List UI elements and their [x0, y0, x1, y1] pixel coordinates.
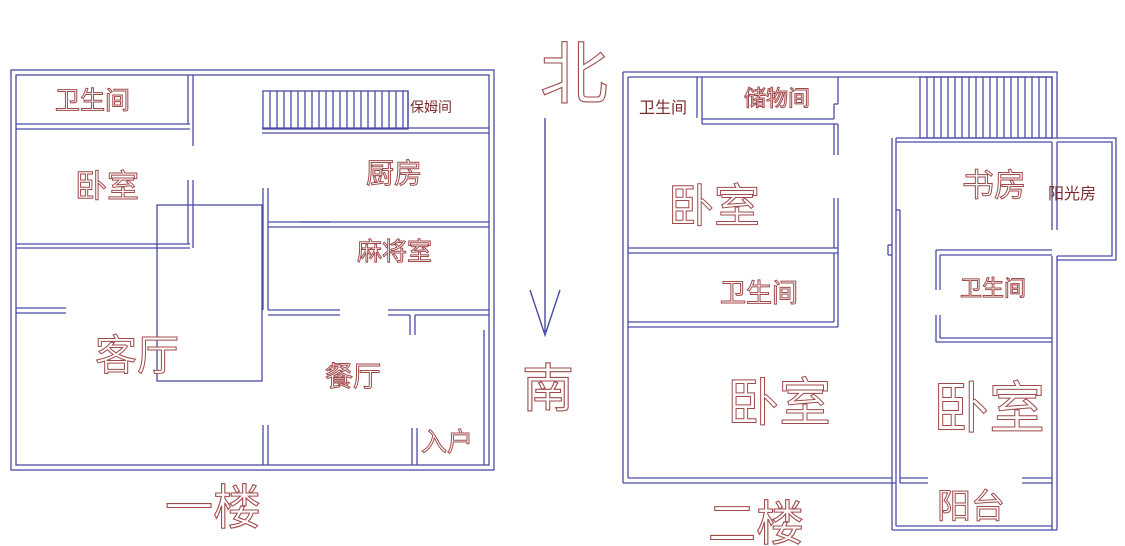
floor2-study-label: 书房	[962, 166, 1026, 204]
floor2-bedroom-se-label: 卧室	[933, 377, 1045, 442]
floor2-right-bathroom-label: 卫生间	[960, 277, 1026, 302]
floor2-balcony-label: 阳台	[937, 487, 1005, 527]
floor1-nanny-room-label: 保姆间	[410, 100, 452, 116]
floor1-bedroom-label: 卧室	[75, 167, 139, 205]
floor2-walls	[622, 71, 1117, 531]
floor1-bathroom-label: 卫生间	[55, 86, 130, 115]
floor2-bedroom-nw-label: 卧室	[668, 179, 760, 233]
floor1-stairs	[262, 90, 409, 130]
floor1-mahjong-room-label: 麻将室	[357, 237, 432, 266]
floor1-title: 一楼	[165, 480, 261, 536]
floor2-small-bathroom-label: 卫生间	[639, 98, 687, 117]
floor2-stairs	[919, 76, 1053, 139]
north-label: 北	[540, 36, 608, 115]
floor2-middle-bathroom-label: 卫生间	[720, 279, 798, 309]
floor2-bedroom-sw-label: 卧室	[727, 374, 831, 434]
floor2-storage-label: 储物间	[744, 87, 810, 112]
floor1-dining-room-label: 餐厅	[325, 360, 381, 393]
floor2-plan: 卫生间 储物间 卧室 书房 阳光房 卫生间 卫生间 卧室 卧室 阳台 二楼	[622, 71, 1117, 546]
floor1-entrance-label: 入户	[421, 428, 473, 458]
floor2-title: 二楼	[708, 496, 804, 546]
compass-arrow-head	[529, 289, 561, 338]
floor2-sunroom-label: 阳光房	[1048, 184, 1096, 203]
south-label: 南	[522, 360, 574, 420]
floor1-kitchen-label: 厨房	[366, 157, 422, 190]
floor1-void-outline	[156, 204, 263, 382]
compass: 北 南	[521, 35, 608, 420]
floor1-plan: 卫生间 保姆间 卧室 厨房 麻将室 客厅 餐厅 入户 一楼	[10, 69, 495, 537]
floor1-living-room-label: 客厅	[95, 331, 179, 380]
floor1-walls	[10, 69, 495, 471]
